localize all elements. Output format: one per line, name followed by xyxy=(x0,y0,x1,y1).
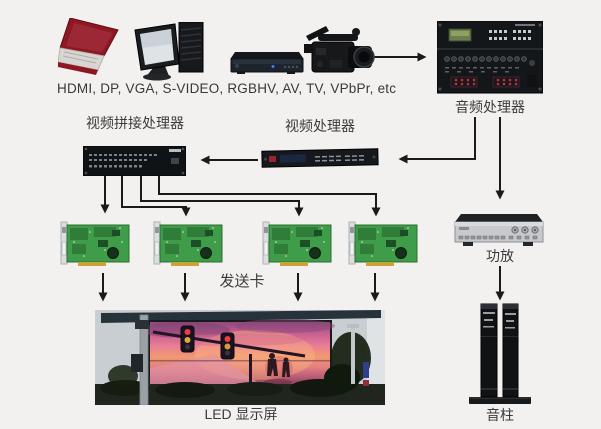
signal-types-caption: HDMI, DP, VGA, S-VIDEO, RGBHV, AV, TV, V… xyxy=(57,81,397,96)
video-processor-label: 视频处理器 xyxy=(285,118,355,134)
arrow-wall-processor-to-card-4 xyxy=(158,176,381,217)
audio-processor-device xyxy=(437,21,543,94)
led-screen-label: LED 显示屏 xyxy=(204,406,278,422)
sending-card-4 xyxy=(348,221,418,266)
arrow-audio-to-video-processor xyxy=(398,117,476,164)
dvd-player-icon xyxy=(230,52,304,74)
video-wall-processor-device xyxy=(83,146,186,176)
video-processor-device xyxy=(261,148,379,168)
video-wall-processor-label: 视频拼接处理器 xyxy=(86,115,184,131)
audio-processor-label: 音频处理器 xyxy=(455,99,525,115)
amplifier-device xyxy=(454,214,544,246)
sending-card-1 xyxy=(60,221,130,266)
laptop-icon xyxy=(58,18,119,75)
led-screen-photo xyxy=(95,310,385,405)
sending-card-3 xyxy=(262,221,332,266)
arrow-wall-processor-to-card-3 xyxy=(140,176,304,217)
camcorder-icon xyxy=(304,26,375,73)
sound-column-device xyxy=(469,303,531,404)
sending-card-label: 发送卡 xyxy=(219,273,265,290)
sending-card-2 xyxy=(153,221,223,266)
amplifier-label: 功放 xyxy=(486,248,514,264)
arrow-wall-processor-to-card-2 xyxy=(121,176,191,217)
sound-column-label: 音柱 xyxy=(486,407,514,423)
desktop-computer-icon xyxy=(134,22,204,81)
